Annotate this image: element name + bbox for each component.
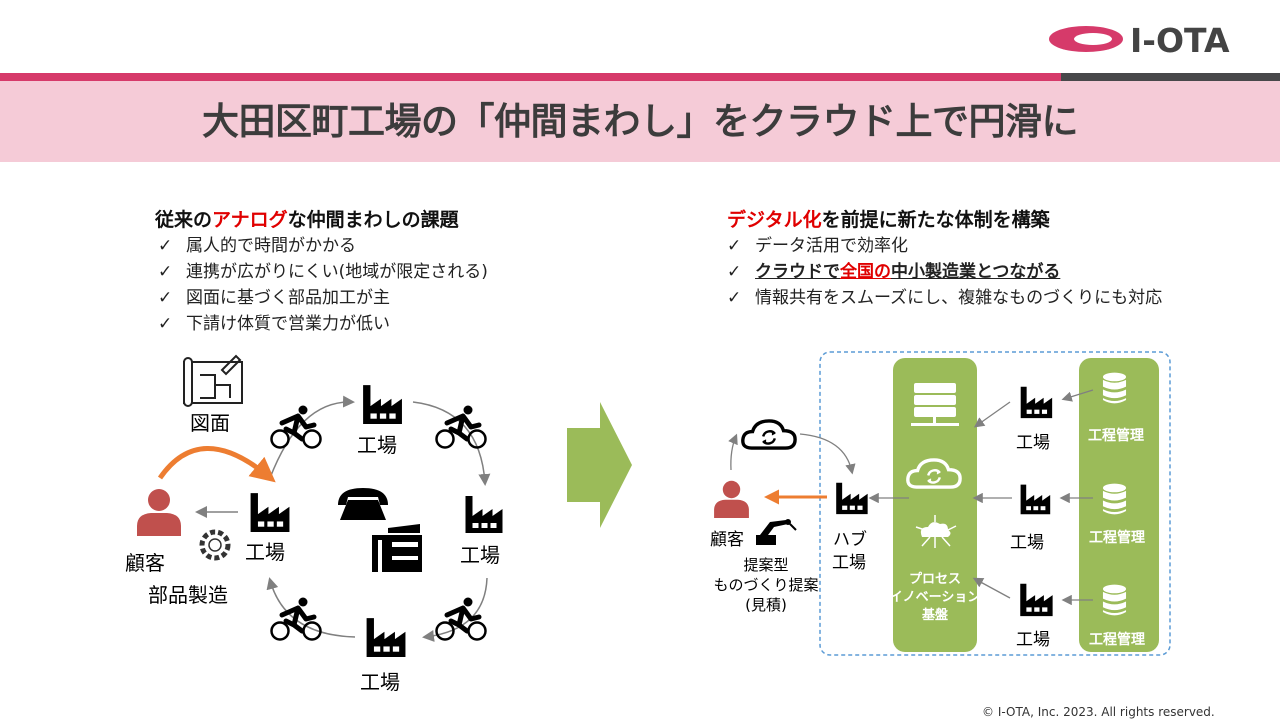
cloud-sync-icon: [741, 419, 797, 450]
flow-arrow: [412, 401, 491, 486]
process-mgmt-label: 工程管理: [1089, 529, 1145, 546]
blueprint-icon: [183, 354, 243, 407]
data-flow-arrows: [728, 389, 1094, 606]
hub-label: 工場: [832, 553, 866, 573]
factory-icon: [1020, 484, 1051, 515]
factory-label: 工場: [460, 543, 500, 567]
factory-icon: [363, 385, 402, 424]
bicycle-icon: [272, 406, 321, 448]
list-item: ✓下請け体質で営業力が低い: [158, 314, 390, 334]
factory-icon: [1020, 583, 1053, 617]
factory-label: 工場: [357, 433, 397, 457]
factory-label: 工場: [245, 540, 285, 564]
list-item: ✓属人的で時間がかかる: [158, 236, 356, 256]
factory-icon: [465, 496, 503, 533]
platform-label: 基盤: [921, 607, 949, 623]
platform-boundary: [819, 351, 1171, 656]
factory-icon: [1020, 386, 1053, 419]
flow-arrow: [266, 577, 356, 638]
gear-icon: [199, 529, 231, 561]
order-arrow: [157, 446, 276, 483]
robot-arm-icon: [756, 519, 797, 545]
header-dark-bar: [1061, 73, 1280, 81]
parts-manufacturing-label: 部品製造: [148, 583, 228, 607]
list-item: ✓データ活用で効率化: [727, 236, 908, 256]
title-band: [0, 81, 1280, 162]
factory-label: 工場: [360, 670, 400, 694]
drawing-label: 図面: [190, 411, 230, 435]
flow-arrow: [269, 395, 355, 479]
copyright: © I-OTA, Inc. 2023. All rights reserved.: [982, 705, 1215, 719]
proposal-label: (見積): [745, 596, 787, 614]
flow-arrow: [422, 577, 488, 642]
bicycle-icon: [272, 598, 321, 640]
right-heading: デジタル化を前提に新たな体制を構築: [727, 209, 1050, 231]
customer-person-icon: [137, 489, 181, 536]
telephone-icon: [338, 488, 388, 520]
i-ota-logo: I-OTA: [1049, 22, 1230, 56]
slide-title: 大田区町工場の「仲間まわし」をクラウド上で円滑に: [202, 100, 1079, 143]
right-bullet-list: ✓データ活用で効率化 ✓クラウドで全国の中小製造業とつながる ✓情報共有をスムー…: [727, 233, 1162, 311]
proposal-label: 提案型: [743, 556, 788, 574]
hub-factory-icon: [836, 482, 868, 515]
process-mgmt-label: 工程管理: [1089, 631, 1145, 648]
factory-label: 工場: [1016, 630, 1050, 650]
header-accent-bar: [0, 73, 1061, 81]
customer-label: 顧客: [710, 530, 744, 550]
network-cloud-icon: [915, 515, 957, 548]
list-item: ✓クラウドで全国の中小製造業とつながる: [727, 262, 1061, 282]
customer-label: 顧客: [125, 551, 165, 575]
list-item: ✓連携が広がりにくい(地域が限定される): [158, 262, 488, 282]
svg-text:I-OTA: I-OTA: [1130, 22, 1230, 56]
proposal-label: ものづくり提案: [713, 576, 818, 594]
bicycle-icon: [437, 406, 486, 448]
list-item: ✓図面に基づく部品加工が主: [158, 288, 390, 308]
transition-arrow: [567, 402, 632, 528]
server-icon: [911, 383, 959, 426]
factory-icon: [250, 493, 290, 532]
fax-icon: [372, 524, 422, 572]
platform-label: プロセス: [909, 572, 961, 587]
platform-label: イノベーション: [890, 590, 981, 605]
factory-label: 工場: [1010, 533, 1044, 553]
hub-label: ハブ: [833, 529, 867, 550]
list-item: ✓情報共有をスムーズにし、複雑なものづくりにも対応: [727, 288, 1163, 308]
left-bullet-list: ✓属人的で時間がかかる ✓連携が広がりにくい(地域が限定される) ✓図面に基づく…: [158, 233, 488, 337]
factory-label: 工場: [1016, 433, 1050, 453]
factory-icon: [366, 618, 406, 657]
customer-person-icon: [714, 480, 749, 518]
platform-column: [893, 358, 977, 652]
left-heading: 従来のアナログな仲間まわしの課題: [155, 209, 459, 231]
process-mgmt-label: 工程管理: [1088, 427, 1144, 444]
